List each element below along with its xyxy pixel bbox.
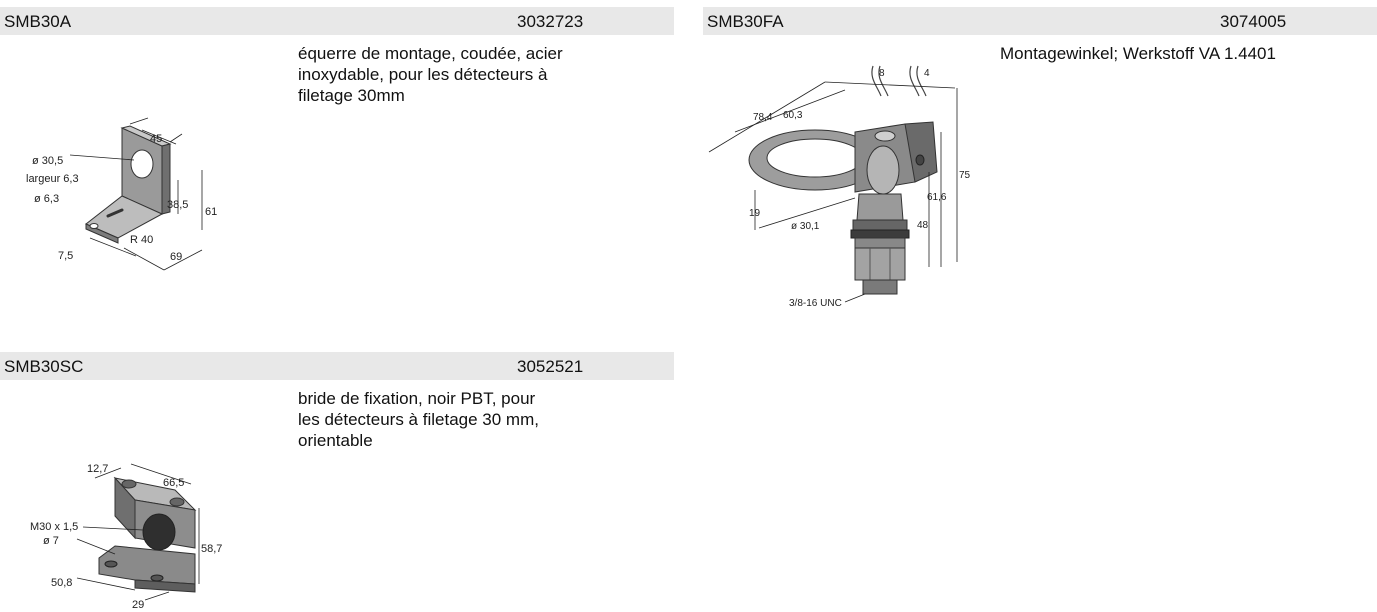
dim-label: 38,5 [167, 199, 188, 211]
dim-label: 19 [749, 208, 761, 219]
dim-label: 12,7 [87, 463, 108, 475]
dim-label: 69 [170, 251, 182, 263]
dim-label: 4 [924, 68, 930, 79]
dim-label: 75 [959, 170, 971, 181]
dim-label: 8 [879, 68, 885, 79]
product-name: SMB30SC [4, 357, 84, 376]
dim-label: 66,5 [163, 477, 184, 489]
dim-label: 3/8-16 UNC [789, 298, 842, 309]
product-header-smb30fa: SMB30FA 3074005 [703, 7, 1377, 35]
dim-label: 45 [150, 133, 162, 145]
dim-label: 78,4 [753, 112, 773, 123]
product-name: SMB30A [4, 12, 72, 31]
dim-label: ø 30,5 [32, 155, 63, 167]
bracket-smb30fa-drawing: 8 4 78,4 60,3 75 61,6 48 19 ø 30,1 3/8-1… [708, 65, 971, 309]
dim-label: largeur 6,3 [26, 173, 79, 185]
product-code: 3032723 [517, 12, 584, 31]
dim-label: 61 [205, 206, 217, 218]
product-description: équerre de montage, coudée, acier inoxyd… [298, 44, 563, 105]
dim-label: ø 30,1 [791, 221, 820, 232]
product-description: bride de fixation, noir PBT, pour les dé… [298, 389, 539, 450]
product-code: 3074005 [1220, 12, 1287, 31]
product-code: 3052521 [517, 357, 584, 376]
dim-label: R 40 [130, 234, 153, 246]
dim-label: 58,7 [201, 543, 222, 555]
dim-label: 60,3 [783, 110, 803, 121]
dim-label: ø 6,3 [34, 193, 59, 205]
dim-label: 7,5 [58, 250, 73, 262]
bracket-smb30sc-drawing: 12,7 66,5 M30 x 1,5 ø 7 58,7 50,8 29 [30, 463, 222, 611]
dim-label: 29 [132, 599, 144, 611]
product-name: SMB30FA [707, 12, 784, 31]
bracket-smb30a-drawing: 45 ø 30,5 largeur 6,3 ø 6,3 38,5 61 R 40… [26, 117, 217, 271]
dim-label: 48 [917, 220, 929, 231]
dim-label: ø 7 [43, 535, 59, 547]
dim-label: 50,8 [51, 577, 72, 589]
dim-label: 61,6 [927, 192, 947, 203]
product-header-smb30sc: SMB30SC 3052521 [0, 352, 674, 380]
product-header-smb30a: SMB30A 3032723 [0, 7, 674, 35]
product-description: Montagewinkel; Werkstoff VA 1.4401 [1000, 44, 1276, 63]
dim-label: M30 x 1,5 [30, 521, 78, 533]
